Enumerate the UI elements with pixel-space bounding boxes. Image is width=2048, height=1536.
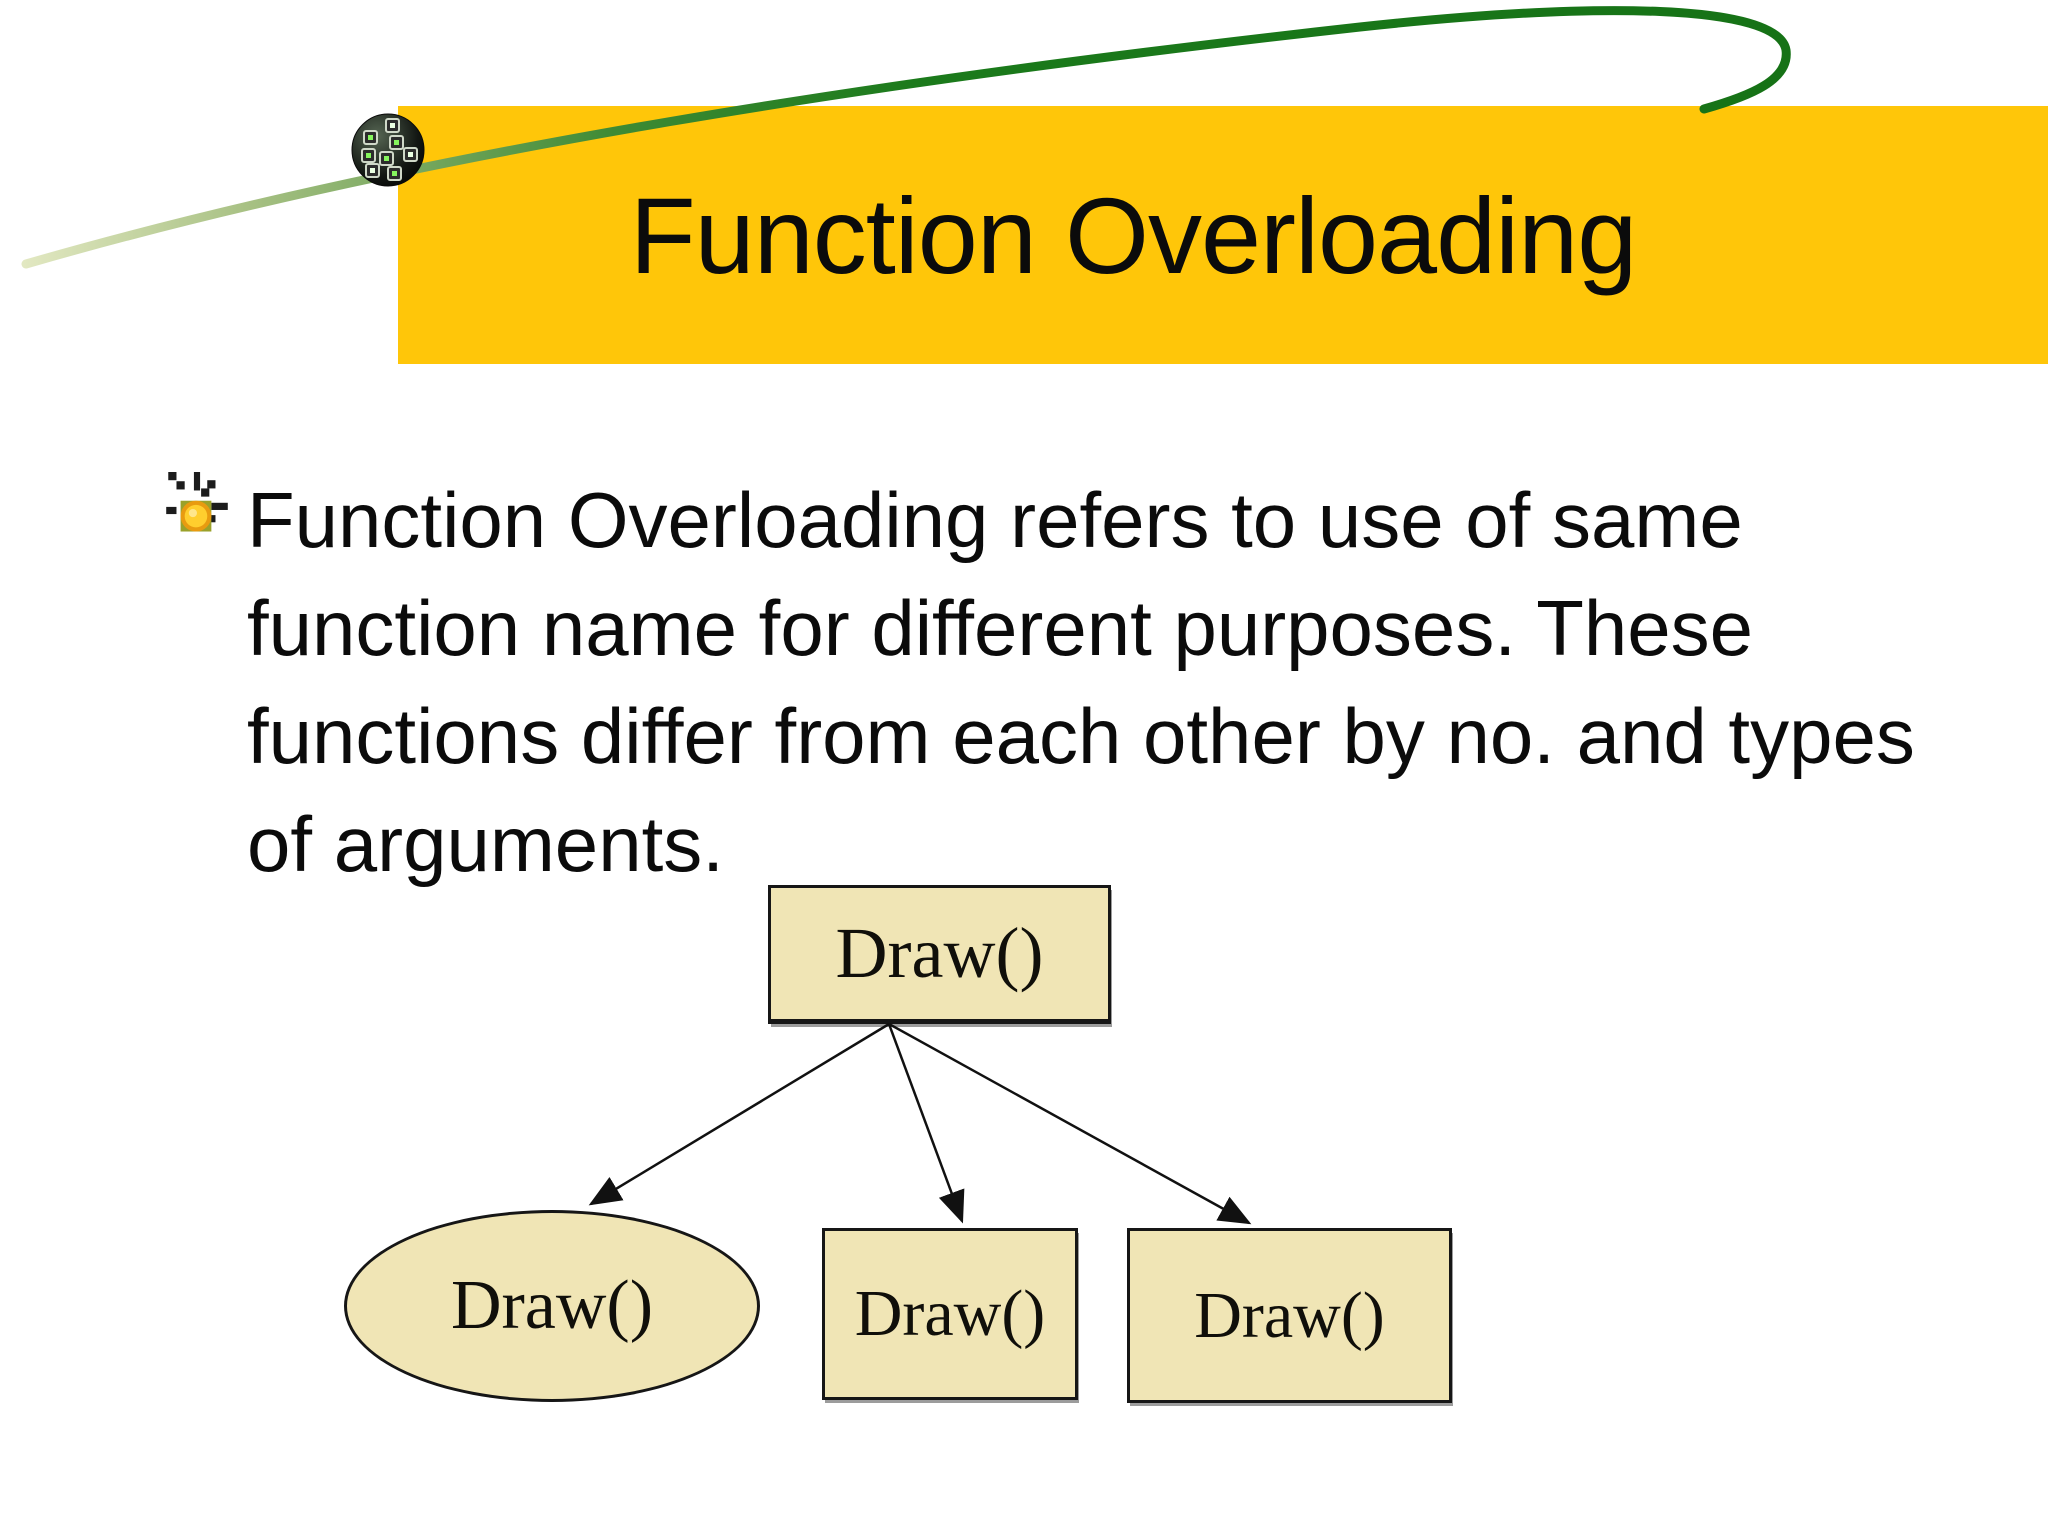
diagram-child-box-right: Draw() — [1127, 1228, 1452, 1403]
bullet-line-1: Function Overloading refers to use of sa… — [247, 476, 1743, 564]
title-banner: Function Overloading — [398, 106, 2048, 364]
bullet-line-4: of arguments. — [247, 800, 724, 888]
diagram-child-right-label: Draw() — [1194, 1278, 1385, 1352]
page-title: Function Overloading — [629, 174, 1638, 296]
diagram-child-ellipse: Draw() — [344, 1210, 760, 1402]
diagram-child-middle-label: Draw() — [854, 1277, 1046, 1350]
diagram-child-box-middle: Draw() — [822, 1228, 1078, 1400]
diagram-root-box: Draw() — [768, 885, 1111, 1024]
bullet-paragraph: Function Overloading refers to use of sa… — [247, 466, 1915, 898]
bullet-line-2: function name for different purposes. Th… — [247, 584, 1754, 672]
green-sphere-ornament-icon — [351, 113, 425, 187]
diagram-child-ellipse-label: Draw() — [450, 1267, 654, 1344]
sunburst-bullet-icon — [166, 472, 228, 532]
bullet-line-3: functions differ from each other by no. … — [247, 692, 1915, 780]
diagram-root-label: Draw() — [835, 913, 1044, 993]
